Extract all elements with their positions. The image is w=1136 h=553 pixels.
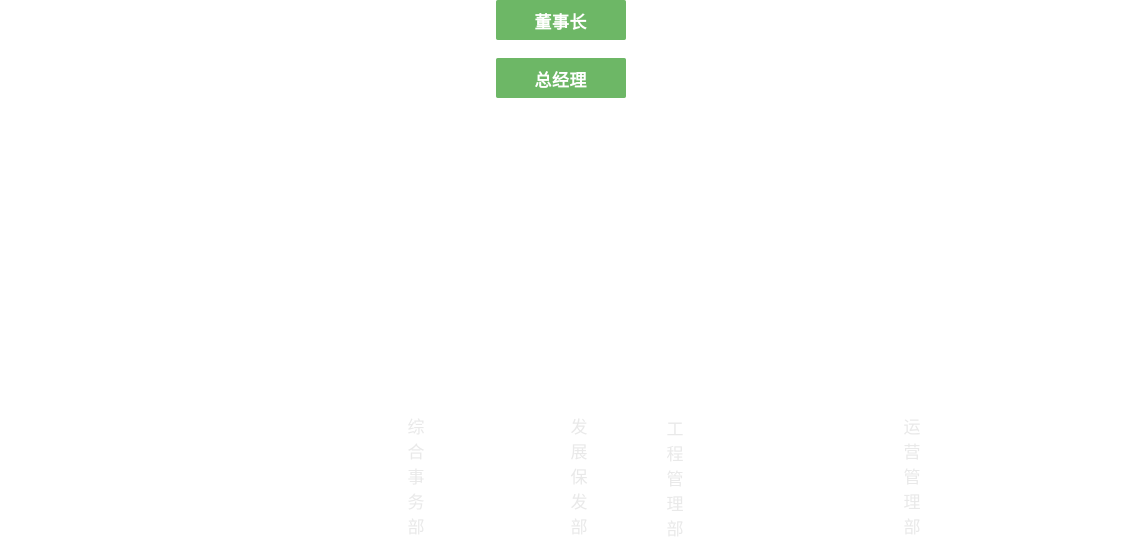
department-label-char: 理 <box>903 493 921 513</box>
general-manager-node: 总经理 <box>496 58 626 98</box>
department-label-char: 管 <box>666 470 684 490</box>
department-label-char: 部 <box>666 520 684 540</box>
department-label-char: 展 <box>570 443 588 463</box>
department-label-char: 营 <box>903 443 921 463</box>
department-label-char: 管 <box>903 468 921 488</box>
department-label-char: 工 <box>666 420 684 440</box>
department-label-char: 合 <box>407 443 425 463</box>
department-label-char: 综 <box>407 418 425 438</box>
department-node-3: 工程管理部 <box>665 418 685 543</box>
department-node-2: 发展保发部 <box>569 416 589 541</box>
department-node-4: 运营管理部 <box>902 416 922 541</box>
department-label-char: 务 <box>407 493 425 513</box>
department-label-char: 运 <box>903 418 921 438</box>
department-label-char: 事 <box>407 468 425 488</box>
department-label-char: 部 <box>570 518 588 538</box>
chairman-node: 董事长 <box>496 0 626 40</box>
department-node-1: 综合事务部 <box>406 416 426 541</box>
department-label-char: 部 <box>903 518 921 538</box>
department-label-char: 理 <box>666 495 684 515</box>
department-label-char: 发 <box>570 493 588 513</box>
department-label-char: 发 <box>570 418 588 438</box>
department-label-char: 部 <box>407 518 425 538</box>
department-label-char: 程 <box>666 445 684 465</box>
department-label-char: 保 <box>570 468 588 488</box>
